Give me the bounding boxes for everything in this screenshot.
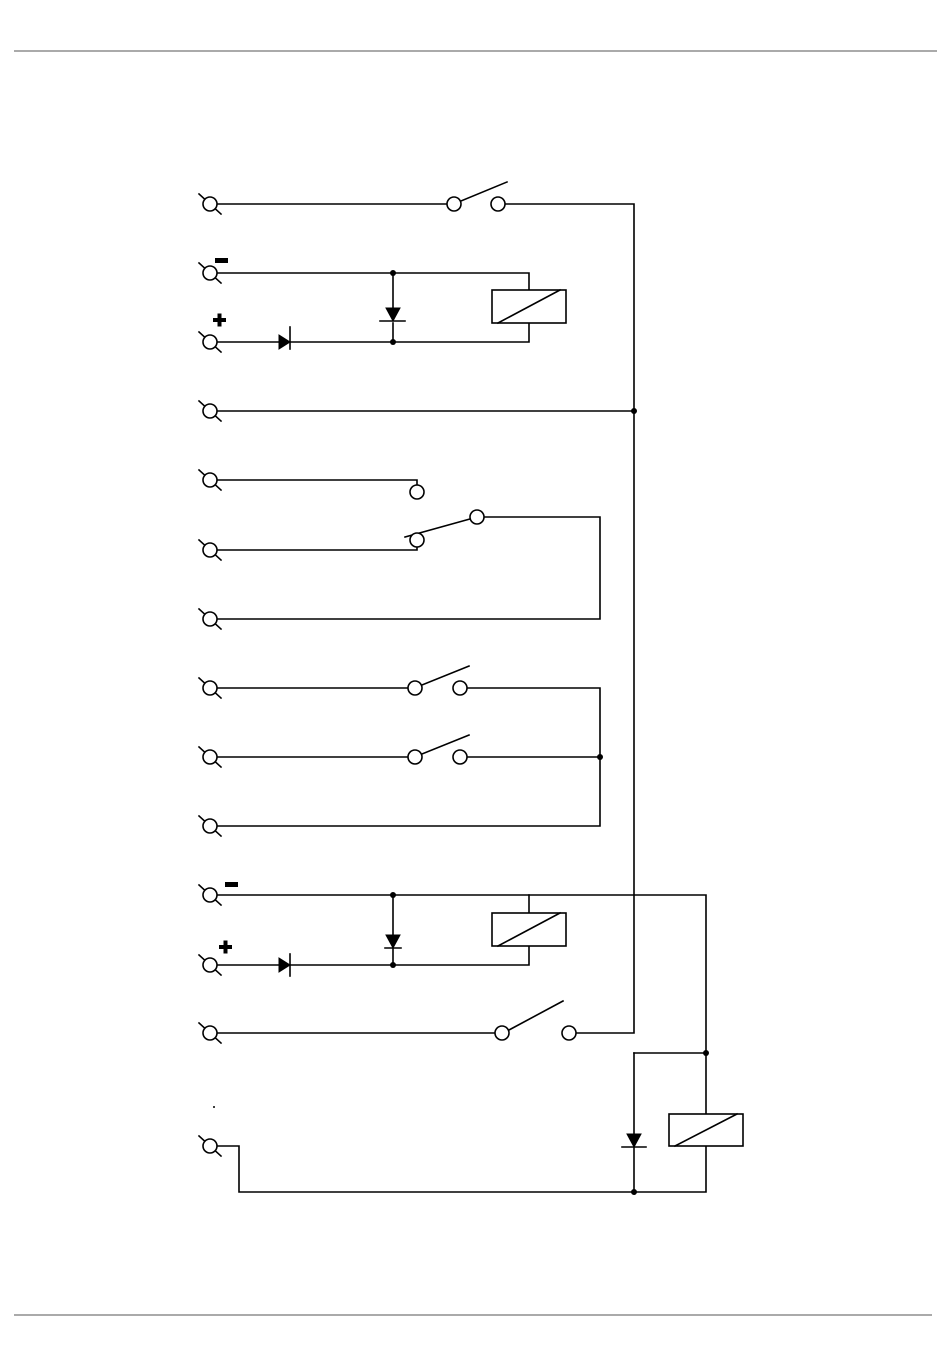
screw-terminal-14 [199,1136,221,1156]
screw-terminal-13 [199,1023,221,1043]
contact [408,750,422,764]
diode-freewheel-1 [380,308,405,321]
contact [562,1026,576,1040]
screw-terminal-9 [199,747,221,767]
plus-sign-icon [213,314,226,327]
polarity-marks [213,258,238,954]
contact [453,681,467,695]
minus-sign-icon [225,882,238,887]
diode-freewheel-3 [622,1134,646,1147]
screw-terminal-6 [199,540,221,560]
screw-terminal-11 [199,885,221,905]
switch-13-blade [509,1001,563,1030]
plus-sign-icon [219,941,232,954]
diodes [279,308,646,1147]
relay-coil-3 [669,1114,743,1146]
contact [410,533,424,547]
screw-terminal-5 [199,470,221,490]
diode-series-1 [279,327,290,349]
contact [453,750,467,764]
contact [410,485,424,499]
contact [495,1026,509,1040]
wires [217,204,706,1192]
screw-terminal-12 [199,955,221,975]
terminal-block [199,194,221,1156]
screw-terminal-10 [199,816,221,836]
diode-freewheel-2 [385,935,401,948]
contact [408,681,422,695]
screw-terminal-2 [199,263,221,283]
contact [447,197,461,211]
contact [491,197,505,211]
relay-coil-2 [492,913,566,946]
screw-terminal-3 [199,332,221,352]
screw-terminal-8 [199,678,221,698]
relay-coil-1 [492,290,566,323]
diode-series-2 [279,954,290,976]
screw-terminal-4 [199,401,221,421]
screw-terminal-7 [199,609,221,629]
minus-sign-icon [215,258,228,263]
contact [470,510,484,524]
screw-terminal-1 [199,194,221,214]
